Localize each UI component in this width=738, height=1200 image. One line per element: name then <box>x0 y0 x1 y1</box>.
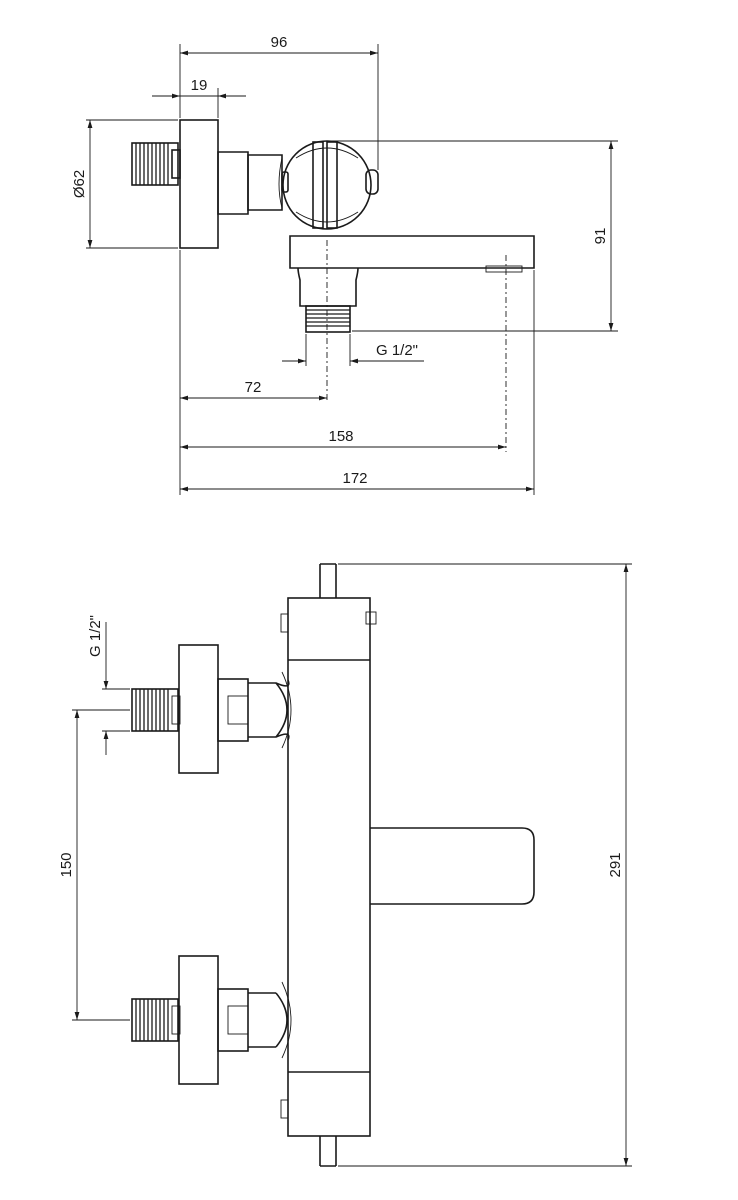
dim-158-label: 158 <box>328 428 353 445</box>
threaded-connector <box>131 142 181 186</box>
dimension-d62: Ø62 <box>71 119 178 249</box>
dim-19-label: 19 <box>191 77 208 94</box>
dim-291-label: 291 <box>607 852 624 877</box>
dim-96-label: 96 <box>271 34 288 51</box>
bottom-cap <box>319 1136 337 1167</box>
front-view <box>131 563 535 1167</box>
spout <box>289 235 535 269</box>
outlet-thread <box>305 305 351 333</box>
top-cap <box>319 563 337 598</box>
lower-connection <box>131 955 292 1085</box>
mixer-body <box>287 597 371 1137</box>
dim-72-label: 72 <box>245 379 262 396</box>
dimension-172: 172 <box>180 270 535 495</box>
temperature-handle <box>281 140 379 230</box>
outlet-body <box>297 267 359 307</box>
side-view <box>131 119 535 452</box>
dimension-thread-top: G 1/2" <box>282 334 424 366</box>
coupling-nut <box>217 151 249 215</box>
dim-172-label: 172 <box>342 470 367 487</box>
thread-label-front: G 1/2" <box>87 615 104 657</box>
dimension-96: 96 <box>179 34 379 170</box>
spout-front <box>370 827 535 905</box>
upper-connection <box>131 644 292 774</box>
dimension-thread-front: G 1/2" <box>87 615 130 755</box>
dimension-72: 72 <box>179 250 327 495</box>
dim-150-label: 150 <box>58 852 75 877</box>
wall-flange <box>179 119 219 249</box>
dim-91-label: 91 <box>592 228 609 245</box>
dimension-150: 150 <box>58 709 130 1021</box>
dim-d62-label: Ø62 <box>71 170 88 198</box>
dimension-291: 291 <box>338 563 632 1167</box>
dimension-158: 158 <box>180 428 506 450</box>
dimension-19: 19 <box>152 77 246 118</box>
thread-label-top: G 1/2" <box>376 342 418 359</box>
dimension-91: 91 <box>330 140 618 332</box>
